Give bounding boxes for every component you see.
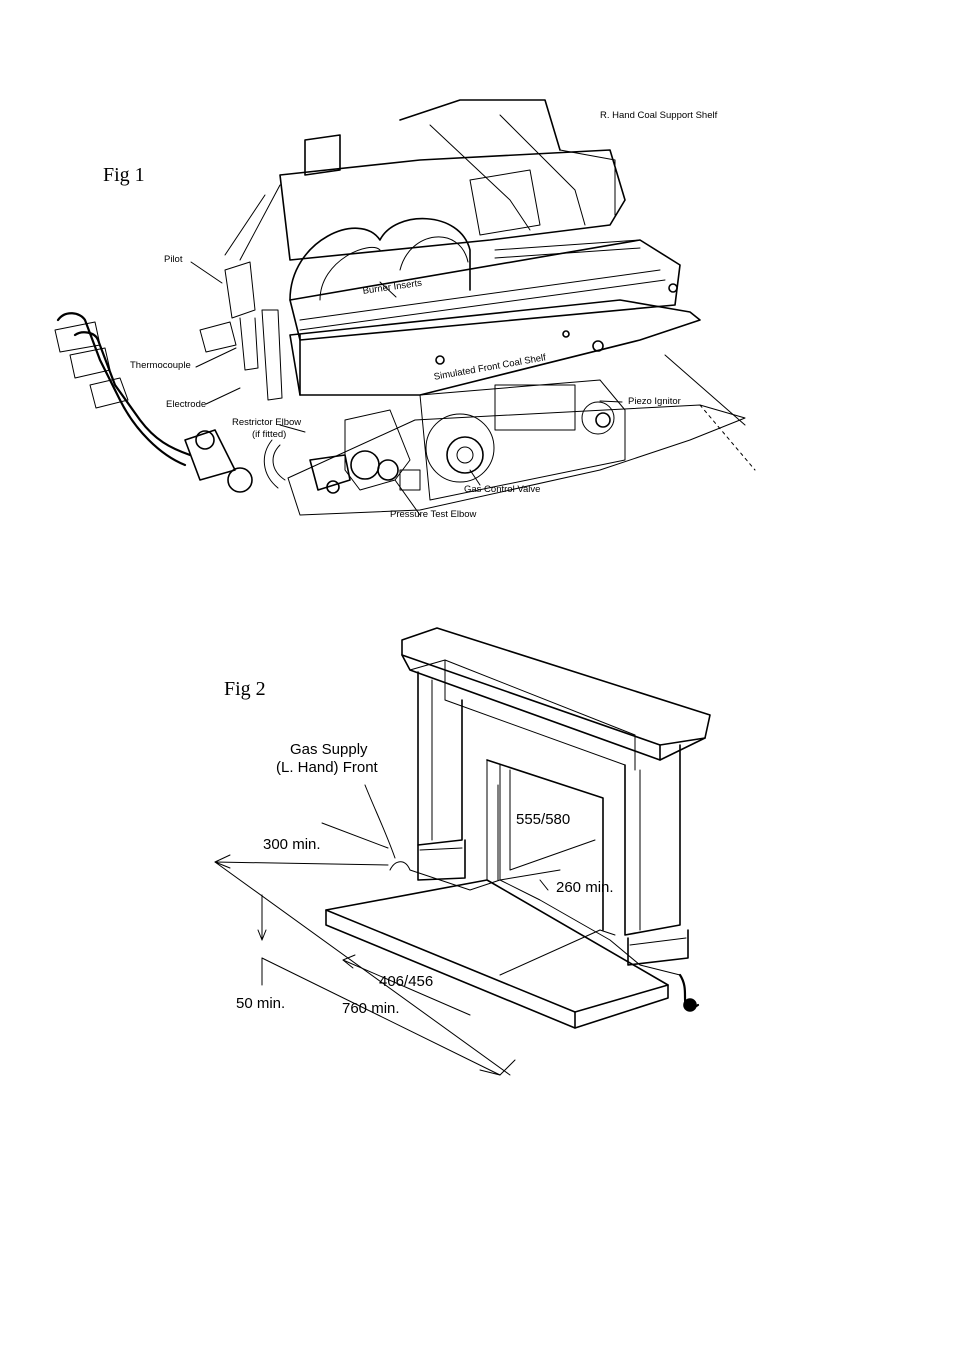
fig1-front-shelf xyxy=(289,299,701,396)
fig2-dim-406 xyxy=(342,959,471,1016)
fig1-label-thermocouple: Thermocouple xyxy=(130,360,191,371)
fig2-dim-300 xyxy=(214,861,389,866)
fig2-label-gas-supply: Gas Supply xyxy=(290,741,368,758)
fig1-piezo-ignitor xyxy=(581,401,615,435)
fig1-tray-body xyxy=(289,239,681,341)
fig1-valve-body xyxy=(419,379,626,501)
fig1-pilot xyxy=(224,261,256,319)
fig1-label-electrode: Electrode xyxy=(166,399,207,410)
fig1-gas-supply-pipe xyxy=(56,312,187,467)
fig1-label-coal-shelf: R. Hand Coal Support Shelf xyxy=(600,110,718,121)
fig2-left-leg xyxy=(417,671,463,846)
fig1-label-gas-control-valve: Gas Control Valve xyxy=(464,484,541,495)
fig1-label-restrictor-elbow: Restrictor Elbow xyxy=(232,417,302,428)
fig1-label-restrictor-note: (if fitted) xyxy=(252,429,287,440)
fig2-label-50-min: 50 min. xyxy=(236,995,286,1012)
fig2-gas-supply-pipe xyxy=(389,861,681,976)
fig1-burner-inserts xyxy=(289,217,471,301)
fig2-label-width: 406/456 xyxy=(379,973,434,990)
fig2-label-300-min: 300 min. xyxy=(263,836,321,853)
fig2-label-gas-supply-side: (L. Hand) Front xyxy=(276,759,378,776)
fig2-fireplace-opening xyxy=(486,759,604,931)
fig1-label-pilot: Pilot xyxy=(164,254,183,265)
fig1-base-plate xyxy=(287,404,746,516)
fig1-label-piezo-ignitor: Piezo Ignitor xyxy=(628,396,681,407)
fig1-title: Fig 1 xyxy=(103,164,145,186)
fig1-label-pressure-test-elbow: Pressure Test Elbow xyxy=(390,509,477,520)
fig2-mantel-shelf xyxy=(401,627,711,746)
fig1-coal-support-block xyxy=(279,149,626,261)
fig1-burner-assembly-drawing xyxy=(54,99,756,516)
fig2-label-260-min: 260 min. xyxy=(556,879,614,896)
fig2-label-height: 555/580 xyxy=(516,811,571,828)
fig2-title: Fig 2 xyxy=(224,678,266,700)
fig2-right-leg xyxy=(624,744,681,936)
fig1-gas-control-valve-knob xyxy=(425,413,495,483)
fig2-dim-260 xyxy=(499,869,561,881)
fig2-label-760-min: 760 min. xyxy=(342,1000,400,1017)
